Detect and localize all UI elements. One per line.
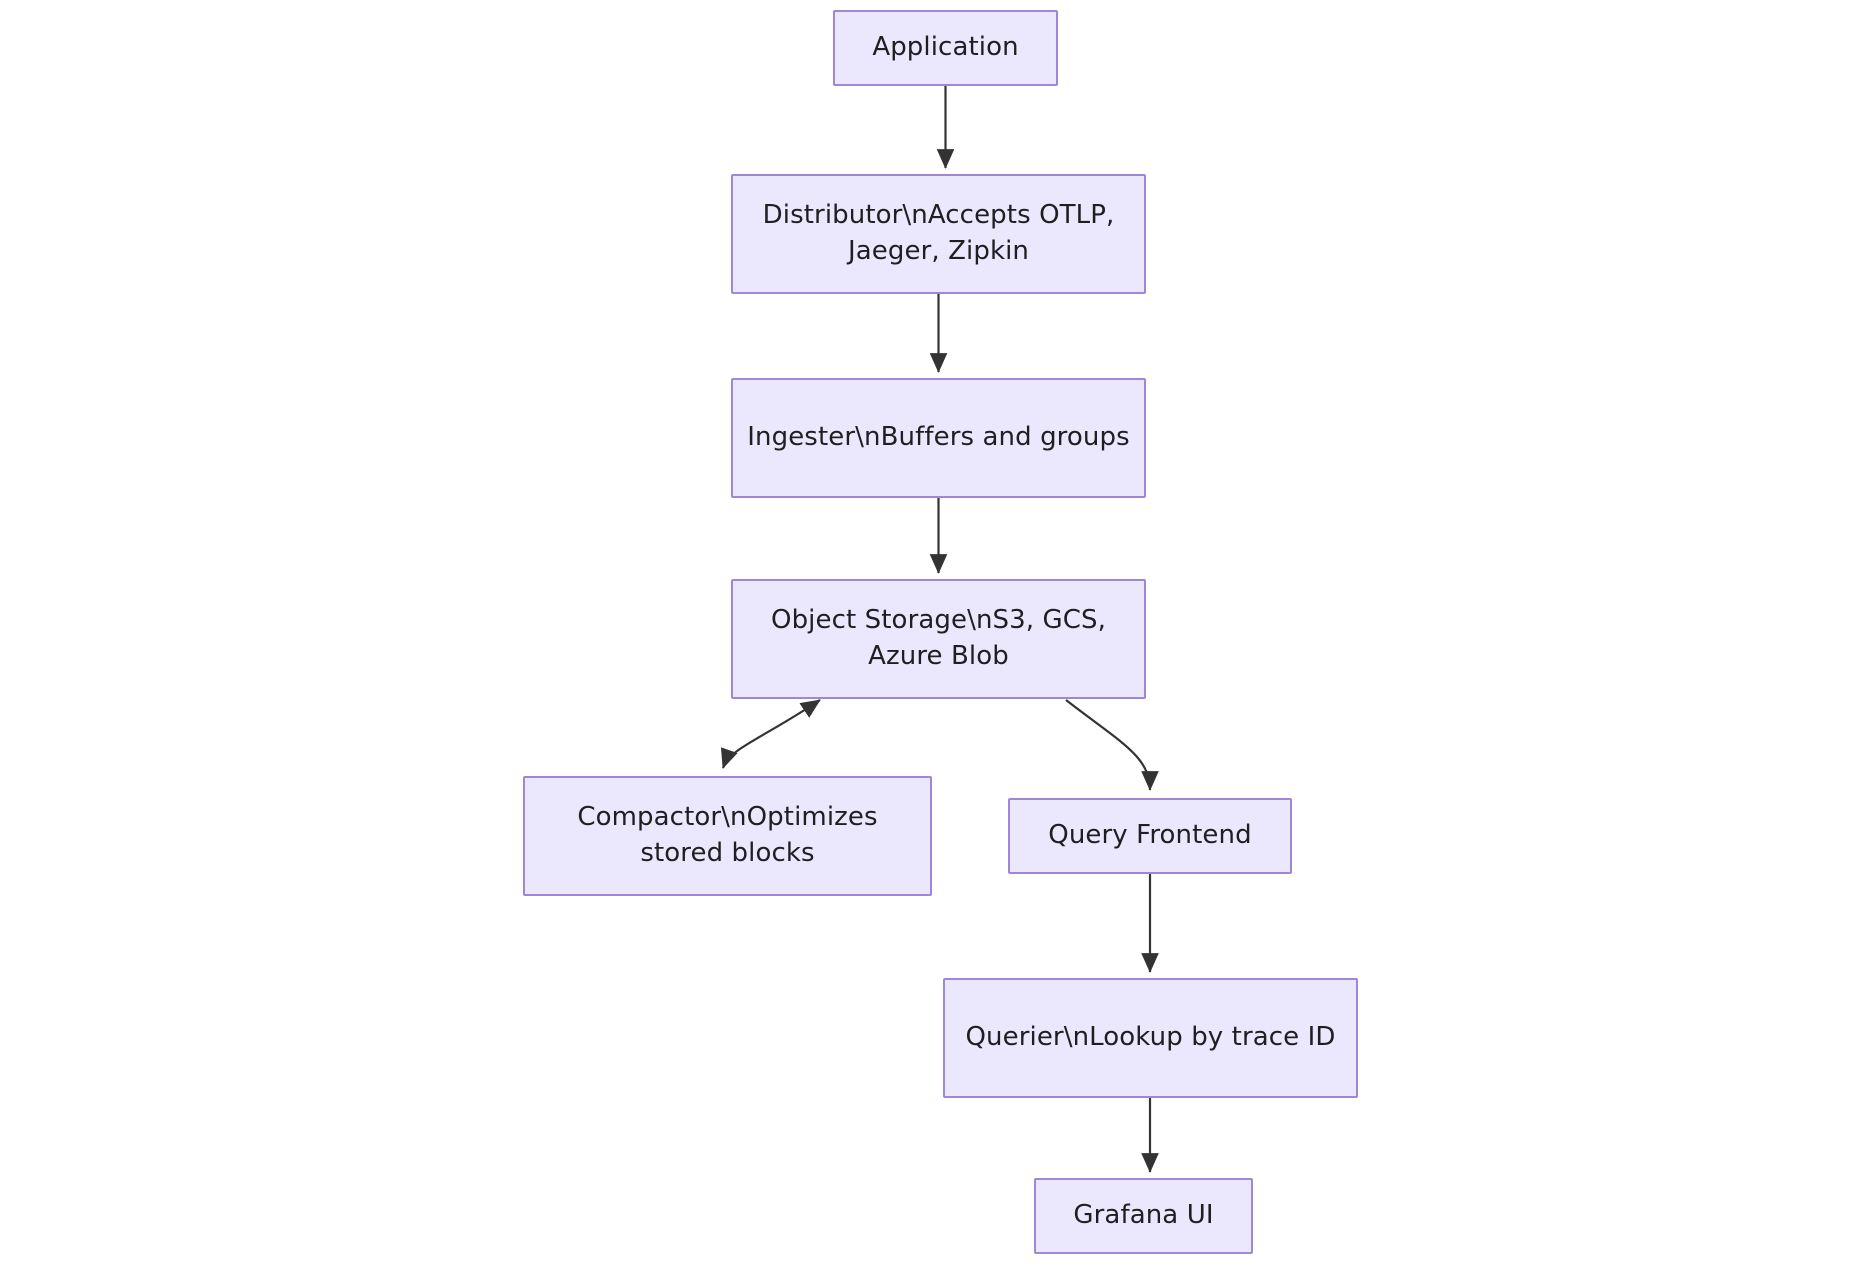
node-grafana-ui[interactable]: Grafana UI bbox=[1034, 1178, 1253, 1254]
node-query-frontend-label: Query Frontend bbox=[1048, 820, 1252, 851]
node-compactor-label: Compactor\nOptimizes stored blocks bbox=[577, 802, 878, 868]
node-application-label: Application bbox=[872, 32, 1019, 63]
node-compactor[interactable]: Compactor\nOptimizes stored blocks bbox=[523, 776, 932, 896]
node-querier[interactable]: Querier\nLookup by trace ID bbox=[943, 978, 1358, 1098]
edge-object-storage-to-query-frontend bbox=[1065, 699, 1159, 791]
node-application[interactable]: Application bbox=[833, 10, 1058, 86]
edge-object-storage-to-compactor bbox=[720, 699, 821, 769]
node-distributor[interactable]: Distributor\nAccepts OTLP, Jaeger, Zipki… bbox=[731, 174, 1146, 294]
node-distributor-label: Distributor\nAccepts OTLP, Jaeger, Zipki… bbox=[762, 200, 1115, 266]
node-grafana-ui-label: Grafana UI bbox=[1073, 1200, 1214, 1231]
node-ingester[interactable]: Ingester\nBuffers and groups bbox=[731, 378, 1146, 498]
node-querier-label: Querier\nLookup by trace ID bbox=[965, 1022, 1336, 1053]
node-query-frontend[interactable]: Query Frontend bbox=[1008, 798, 1292, 874]
node-ingester-label: Ingester\nBuffers and groups bbox=[747, 422, 1130, 453]
node-object-storage-label: Object Storage\nS3, GCS, Azure Blob bbox=[771, 605, 1106, 671]
node-object-storage[interactable]: Object Storage\nS3, GCS, Azure Blob bbox=[731, 579, 1146, 699]
